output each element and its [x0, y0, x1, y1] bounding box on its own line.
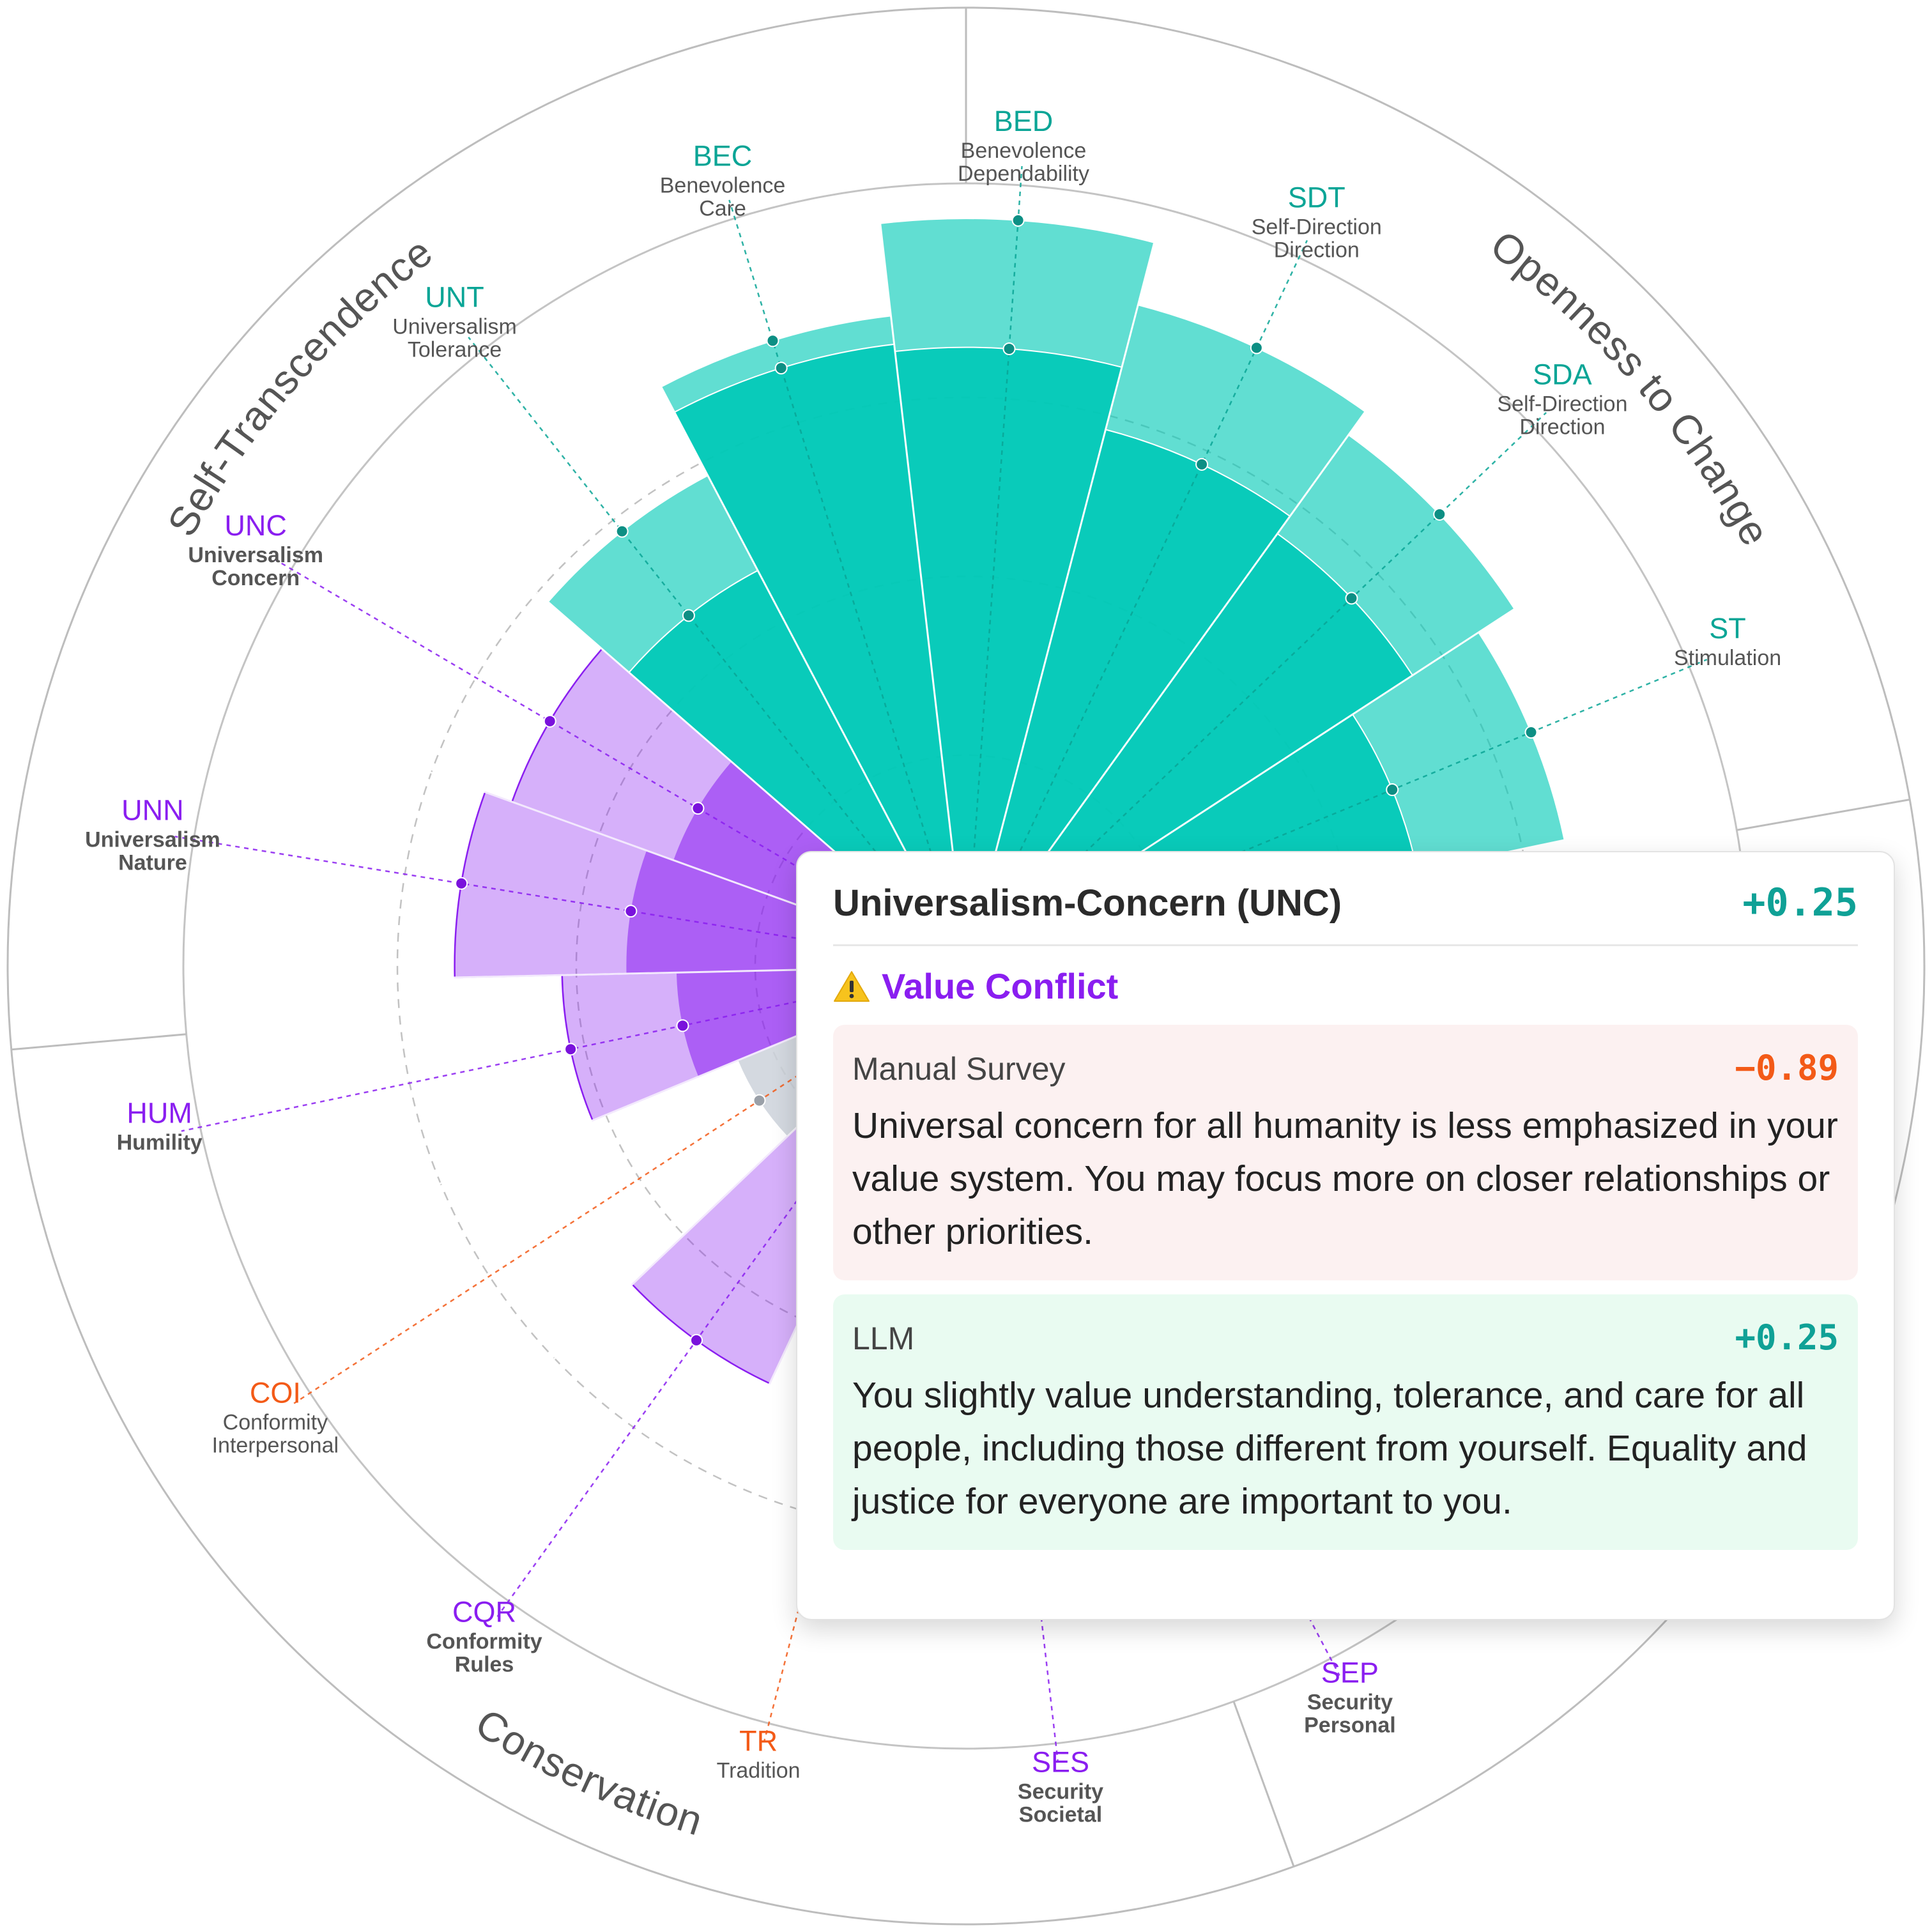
- manual-survey-label: Manual Survey: [852, 1051, 1066, 1087]
- name-bed: Benevolence: [961, 139, 1087, 163]
- marker-cqr-llm: [690, 1333, 703, 1347]
- name-hum: Humility: [117, 1131, 203, 1155]
- group-divider: [1736, 799, 1910, 831]
- marker-bec-manual: [774, 362, 788, 375]
- name-unn: Universalism: [85, 828, 220, 852]
- name-bec: Benevolence: [660, 174, 786, 198]
- llm-label: LLM: [852, 1321, 915, 1356]
- marker-bec-llm: [766, 334, 779, 348]
- label-sep: SEP: [1321, 1656, 1379, 1689]
- leader-bec: [728, 199, 956, 930]
- warning-icon: [833, 970, 870, 1003]
- name-unc: Universalism: [188, 543, 323, 567]
- marker-unc-llm: [543, 714, 556, 728]
- llm-text: You slightly value understanding, tolera…: [852, 1375, 1807, 1522]
- name-sep: Personal: [1304, 1713, 1396, 1737]
- marker-unn-manual: [624, 905, 638, 918]
- manual-survey-value: −0.89: [1735, 1048, 1839, 1088]
- name-sep: Security: [1307, 1690, 1393, 1714]
- sector-spoke: [973, 229, 1159, 935]
- name-unt: Tolerance: [408, 337, 502, 362]
- label-unt: UNT: [425, 280, 484, 313]
- label-bec: BEC: [693, 140, 753, 172]
- value-conflict-row: Value Conflict: [833, 965, 1858, 1007]
- name-coi: Conformity: [223, 1411, 328, 1435]
- label-unn: UNN: [121, 794, 184, 827]
- marker-sda-manual: [1345, 592, 1358, 605]
- tooltip-header: Universalism-Concern (UNC) +0.25: [833, 880, 1858, 946]
- name-bed: Dependability: [958, 162, 1089, 186]
- label-unc: UNC: [224, 509, 287, 542]
- group-divider: [11, 1033, 187, 1051]
- label-sdt: SDT: [1288, 181, 1346, 214]
- name-unt: Universalism: [392, 314, 517, 339]
- marker-bed-manual: [1002, 342, 1016, 355]
- group-divider: [1232, 1701, 1295, 1867]
- label-cqr: CQR: [452, 1596, 516, 1629]
- marker-hum-llm: [564, 1043, 578, 1056]
- label-sda: SDA: [1533, 358, 1592, 391]
- label-st: ST: [1709, 612, 1746, 645]
- marker-hum-manual: [676, 1019, 689, 1032]
- marker-coi-llm: [753, 1094, 766, 1107]
- name-unn: Nature: [118, 851, 187, 875]
- leader-sdt: [981, 240, 1308, 932]
- label-tr: TR: [739, 1724, 778, 1757]
- name-bec: Care: [699, 197, 746, 221]
- manual-survey-text: Universal concern for all humanity is le…: [852, 1105, 1838, 1252]
- value-tooltip: Universalism-Concern (UNC) +0.25 Value C…: [796, 851, 1895, 1620]
- marker-st-llm: [1524, 726, 1538, 739]
- label-bed: BED: [994, 105, 1054, 137]
- leader-bed: [967, 165, 1023, 928]
- name-coi: Interpersonal: [212, 1434, 339, 1458]
- label-ses: SES: [1032, 1745, 1089, 1778]
- marker-sdt-llm: [1250, 341, 1263, 355]
- llm-value: +0.25: [1735, 1317, 1839, 1358]
- leader-unt: [468, 337, 943, 937]
- marker-unn-llm: [455, 877, 468, 890]
- value-conflict-label: Value Conflict: [882, 966, 1119, 1006]
- name-ses: Security: [1018, 1779, 1103, 1804]
- marker-bed-llm: [1011, 213, 1025, 227]
- label-coi: COI: [250, 1377, 301, 1409]
- sector-spoke: [984, 348, 1411, 941]
- name-st: Stimulation: [1674, 646, 1781, 670]
- name-sdt: Direction: [1274, 238, 1360, 263]
- tooltip-score: +0.25: [1742, 880, 1858, 925]
- marker-unt-llm: [615, 525, 629, 538]
- marker-unt-manual: [682, 609, 695, 622]
- name-cqr: Rules: [455, 1653, 514, 1677]
- name-cqr: Conformity: [426, 1630, 542, 1654]
- tooltip-title: Universalism-Concern (UNC): [833, 882, 1342, 924]
- group-label: Self-Transcendence: [158, 228, 441, 544]
- name-sdt: Self-Direction: [1252, 215, 1382, 240]
- llm-card: LLM +0.25 You slightly value understandi…: [833, 1294, 1858, 1550]
- sector-spoke: [611, 293, 953, 939]
- marker-sdt-manual: [1195, 457, 1209, 471]
- name-ses: Societal: [1019, 1802, 1102, 1827]
- name-sda: Self-Direction: [1497, 392, 1627, 417]
- manual-survey-card: Manual Survey −0.89 Universal concern fo…: [833, 1025, 1858, 1280]
- marker-sda-llm: [1433, 507, 1446, 521]
- name-tr: Tradition: [717, 1758, 801, 1782]
- marker-unc-manual: [691, 802, 705, 815]
- sector-spoke: [877, 210, 963, 935]
- name-unc: Concern: [211, 566, 300, 590]
- name-sda: Direction: [1519, 415, 1605, 440]
- group-label: Openness to Change: [1482, 222, 1779, 553]
- label-hum: HUM: [126, 1097, 192, 1130]
- marker-st-manual: [1386, 783, 1399, 797]
- group-label: Conservation: [468, 1699, 709, 1844]
